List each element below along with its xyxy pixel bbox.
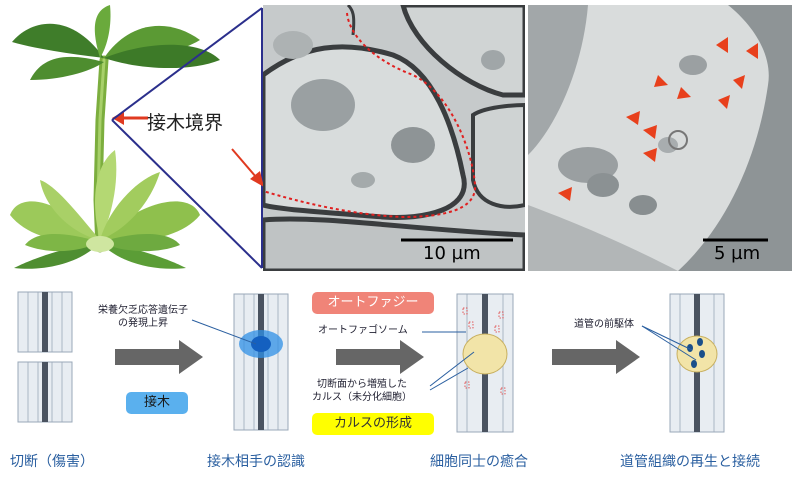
annotation-gene-expression: 栄養欠乏応答遺伝子 の発現上昇 [98, 305, 188, 329]
annotation-vessel-precursor: 道管の前駆体 [574, 319, 634, 330]
red-pointer-arrow [231, 148, 264, 187]
micrograph-2: 5 µm [528, 5, 792, 271]
stage4-stem [669, 293, 725, 433]
zoom-lines [111, 7, 263, 269]
plant-illustration [10, 5, 220, 269]
step-label-vascular: 道管組織の再生と接続 [620, 454, 760, 470]
graft-boundary-label: 接木境界 [147, 112, 224, 134]
annotation-gene-line [191, 319, 257, 345]
annotation-callus-line [429, 351, 475, 391]
stage2-stem [233, 293, 289, 431]
annotation-autophagosome: オートファゴソーム [318, 325, 408, 336]
step-label-recognition: 接木相手の認識 [207, 454, 305, 470]
scale-bar-label-1: 10 µm [423, 243, 481, 264]
annotation-callus: 切断面から増殖した カルス（未分化細胞） [312, 379, 412, 403]
pill-autophagy: オートファジー [312, 292, 434, 314]
process-arrow-2 [336, 340, 424, 374]
scale-bar-label-2: 5 µm [714, 243, 761, 264]
process-arrow-3 [552, 340, 640, 374]
stage1-cut-stem [17, 291, 73, 423]
process-arrow-1 [115, 340, 203, 374]
step-label-fusion: 細胞同士の癒合 [430, 454, 528, 470]
annotation-autophagosome-line [422, 331, 466, 333]
stage3-stem [456, 293, 514, 433]
pill-grafting: 接木 [126, 392, 188, 414]
step-label-cut: 切断（傷害） [10, 454, 94, 470]
micrograph-1: 10 µm [263, 5, 525, 271]
pill-callus-formation: カルスの形成 [312, 413, 434, 435]
annotation-vessel-line [641, 325, 697, 361]
